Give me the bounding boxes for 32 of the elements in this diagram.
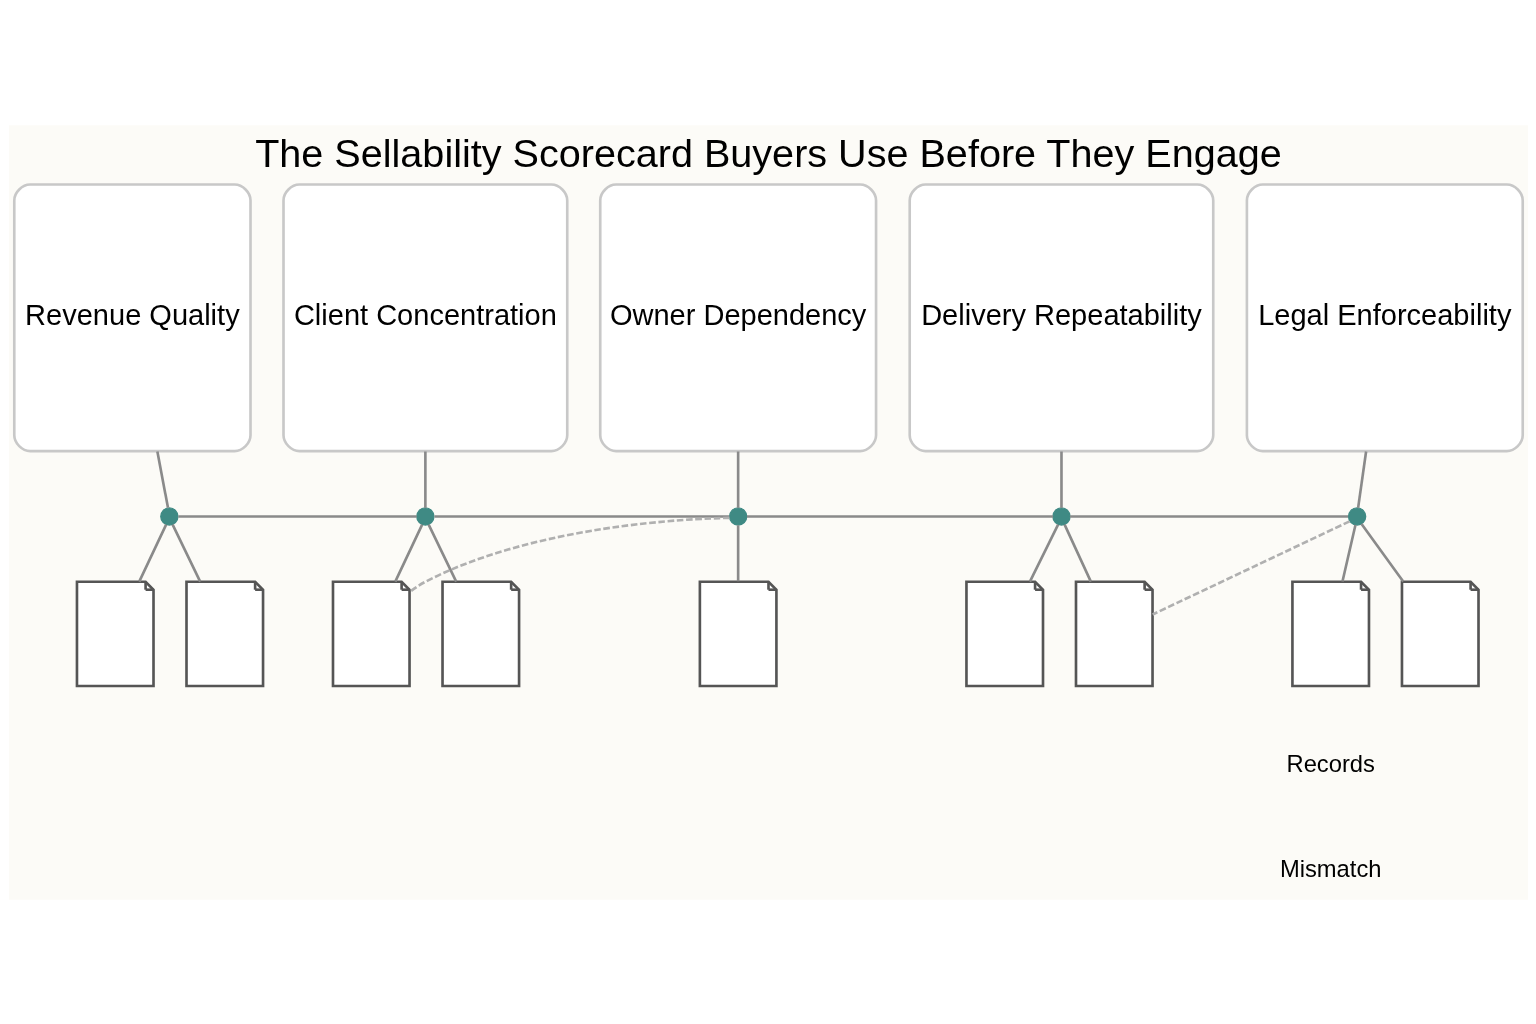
connector xyxy=(393,523,423,582)
legend-label: Mismatch xyxy=(1279,854,1382,882)
connector xyxy=(155,450,169,508)
connector xyxy=(1151,519,1350,616)
node-box: Legal Enforceability xyxy=(1245,182,1524,452)
connector xyxy=(170,523,201,582)
connector xyxy=(1340,524,1357,582)
connector xyxy=(1059,451,1063,508)
connector xyxy=(137,523,167,582)
connector xyxy=(736,524,739,581)
connector xyxy=(736,451,739,508)
connector xyxy=(423,451,427,508)
legend-label: Records xyxy=(1285,749,1375,777)
node-circle xyxy=(159,506,179,526)
node-box: Owner Dependency xyxy=(598,182,877,452)
connector xyxy=(434,514,729,518)
node-circle xyxy=(1347,506,1366,526)
node-box: Revenue Quality xyxy=(12,182,252,452)
node-circle xyxy=(728,506,747,526)
connector xyxy=(746,514,1053,518)
node-box: Client Concentration xyxy=(281,182,569,452)
connector xyxy=(177,514,417,518)
connector xyxy=(1062,523,1092,582)
node-circle xyxy=(415,506,435,526)
node-circle xyxy=(1051,506,1071,526)
connector xyxy=(1360,522,1404,582)
node-box: Delivery Repeatability xyxy=(907,182,1215,452)
connector xyxy=(1356,450,1367,508)
connector xyxy=(1028,523,1059,582)
connector xyxy=(427,523,457,582)
diagram-title: The Sellability Scorecard Buyers Use Before They Engage xyxy=(254,130,1282,175)
connector xyxy=(1069,514,1348,518)
